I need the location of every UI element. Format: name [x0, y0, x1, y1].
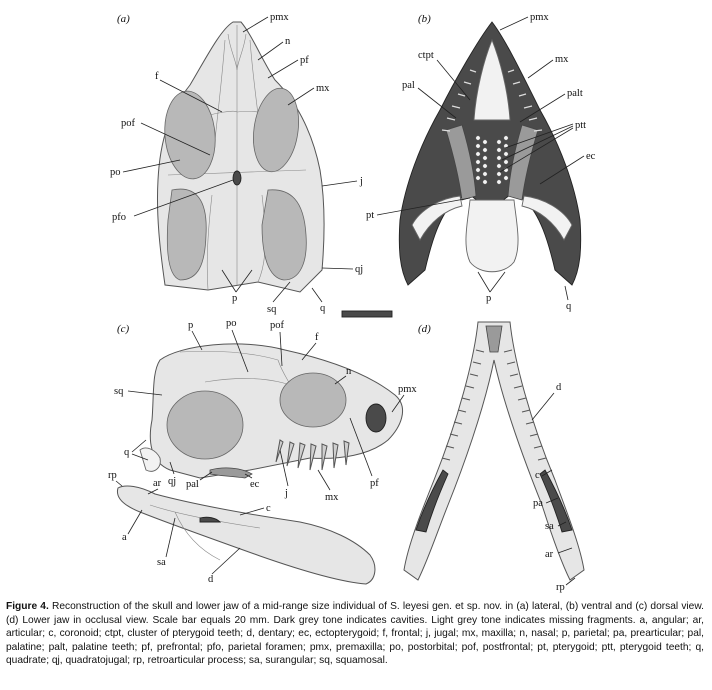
label-a-pmx: pmx [270, 12, 289, 23]
label-a-pf: pf [300, 55, 309, 66]
panel-d-lower-jaw: (d) d c pa sa ar rp [403, 321, 585, 593]
panel-c-naris [365, 403, 387, 433]
label-a-qj: qj [355, 264, 363, 275]
label-c-qj: qj [168, 476, 176, 487]
label-a-pfo: pfo [112, 212, 126, 223]
label-a-j: j [359, 176, 363, 187]
figure-4-illustration: (a) pmx n pf mx f pof po j pfo qj p sq q [108, 12, 596, 593]
panel-c-lower-jaw [116, 485, 376, 585]
label-d-ar: ar [545, 549, 554, 560]
label-b-mx: mx [555, 54, 569, 65]
label-c-n: n [346, 366, 352, 377]
label-b-pmx: pmx [530, 12, 549, 23]
label-b-ptt: ptt [575, 120, 586, 131]
panel-d-teeth-right [503, 349, 547, 461]
panel-d-letter: (d) [418, 323, 431, 335]
panel-a-left-orbit [164, 90, 216, 180]
label-a-pof: pof [121, 118, 136, 129]
panel-c-letter: (c) [117, 323, 130, 335]
panel-a-skull: (a) pmx n pf mx f pof po j pfo qj p sq q [110, 12, 393, 318]
label-c-q: q [124, 447, 130, 458]
label-c-mx: mx [325, 492, 339, 503]
label-c-ec: ec [250, 479, 260, 490]
label-c-ar: ar [153, 478, 162, 489]
label-b-ctpt: ctpt [418, 50, 434, 61]
panel-c-orbit [279, 372, 347, 428]
label-b-pal: pal [402, 80, 415, 91]
panel-c-maxillary-teeth [275, 439, 350, 471]
label-c-sq: sq [114, 386, 124, 397]
label-a-mx: mx [316, 83, 330, 94]
label-c-a: a [122, 532, 127, 543]
label-b-p: p [486, 293, 491, 304]
label-a-q: q [320, 303, 326, 314]
label-c-p: p [188, 320, 193, 331]
label-b-q: q [566, 301, 572, 312]
label-b-palt: palt [567, 88, 583, 99]
panel-a-right-orbit [253, 87, 299, 173]
label-a-p: p [232, 293, 237, 304]
label-c-j: j [284, 488, 288, 499]
panel-a-letter: (a) [117, 13, 130, 25]
panel-b-letter: (b) [418, 13, 431, 25]
panel-c-temporal-fenestra [166, 390, 244, 460]
label-c-pf: pf [370, 478, 379, 489]
label-b-pt: pt [366, 210, 374, 221]
panel-c-skull: (c) p po pof f n sq pmx q qj pal ec j mx… [108, 318, 417, 585]
label-c-rp: rp [108, 470, 117, 481]
panel-d-teeth-left [441, 349, 485, 461]
panel-b-maxillary-teeth [441, 69, 543, 132]
panel-a-parietal-foramen [232, 170, 242, 186]
label-a-n: n [285, 36, 291, 47]
label-c-f: f [315, 332, 319, 343]
label-c-po: po [226, 318, 237, 329]
label-c-pmx: pmx [398, 384, 417, 395]
label-a-f: f [155, 71, 159, 82]
panel-a-left-fenestra [166, 188, 207, 281]
caption-text: Reconstruction of the skull and lower ja… [6, 601, 704, 667]
label-c-c: c [266, 503, 271, 514]
scale-bar [341, 310, 393, 318]
label-c-d: d [208, 574, 214, 585]
label-d-d: d [556, 382, 562, 393]
label-d-rp: rp [556, 582, 565, 593]
label-b-ec: ec [586, 151, 596, 162]
caption-title: Figure 4. [6, 601, 49, 612]
label-a-sq: sq [267, 304, 277, 315]
label-d-c: c [535, 470, 540, 481]
figure-caption: Figure 4. Reconstruction of the skull an… [6, 600, 704, 668]
label-c-sa: sa [157, 557, 166, 568]
label-a-po: po [110, 167, 121, 178]
label-d-pa: pa [533, 498, 543, 509]
panel-a-right-fenestra [261, 189, 307, 281]
panel-b-skull: (b) pmx ctpt mx pal palt ptt ec pt p q [366, 12, 596, 312]
label-c-pof: pof [270, 320, 285, 331]
label-d-sa: sa [545, 521, 554, 532]
label-c-pal: pal [186, 479, 199, 490]
panel-b-pterygoid-teeth [475, 135, 509, 185]
